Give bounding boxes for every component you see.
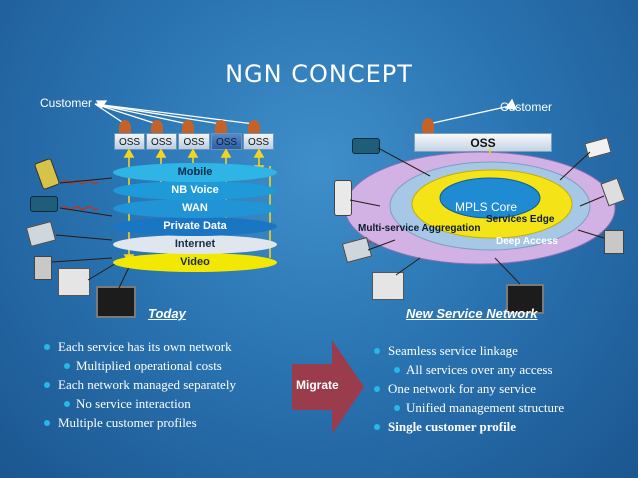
bullet-dot-icon [374,424,380,430]
desk-phone-icon [30,196,58,212]
bullet-item: Seamless service linkage [370,341,630,360]
left-customer-label: Customer [40,96,93,110]
bullet-item: Multiplied operational costs [40,356,290,375]
bullet-dot-icon [44,382,50,388]
bullet-item: Each network managed separately [40,375,290,394]
desk-phone-icon [352,138,380,154]
service-layer: Internet [113,235,277,254]
bullet-dot-icon [374,386,380,392]
oss-box: OSS [178,133,210,150]
bullet-text: Unified management structure [406,400,565,415]
bullet-text: One network for any service [388,381,536,396]
multi-service-aggregation-label: Multi-service Aggregation [358,223,481,234]
tv-icon [96,286,136,318]
bullet-text: Each service has its own network [58,339,232,354]
bullet-text: All services over any access [406,362,553,377]
bullet-dot-icon [394,405,400,411]
oss-box-unified: OSS [414,133,552,152]
bullet-item: Unified management structure [370,398,630,417]
bullet-text: Single customer profile [388,419,517,434]
bullet-dot-icon [44,344,50,350]
today-heading: Today [148,306,186,321]
computer-icon [372,272,404,300]
bullet-dot-icon [374,348,380,354]
service-layer: NB Voice [113,181,277,200]
bullet-dot-icon [394,367,400,373]
service-layer: Video [113,253,277,272]
bullet-item: One network for any service [370,379,630,398]
tv-icon [506,284,544,314]
new-service-network-heading: New Service Network [406,306,538,321]
bullet-text: No service interaction [76,396,191,411]
right-customer-label: Customer [500,100,553,114]
bullet-dot-icon [64,363,70,369]
person-icon [119,120,131,135]
person-icon [215,120,227,135]
bullet-item: All services over any access [370,360,630,379]
server-icon [34,256,52,280]
person-icon [248,120,260,135]
bullet-item: Multiple customer profiles [40,413,290,432]
person-icon [422,118,434,134]
server-icon [604,230,624,254]
slide-title: NGN CONCEPT [225,60,413,88]
bullet-dot-icon [44,420,50,426]
bullet-item: Single customer profile [370,417,630,436]
network-rings [344,148,616,265]
mobile-phone-icon [334,180,352,216]
computer-icon [58,268,90,296]
bullet-dot-icon [64,401,70,407]
person-icon [182,120,194,135]
person-icon [151,120,163,135]
migrate-label: Migrate [296,378,339,392]
bullet-item: No service interaction [40,394,290,413]
bullet-text: Multiple customer profiles [58,415,197,430]
deep-access-label: Deep Access [496,236,558,247]
service-layer: Private Data [113,217,277,236]
bullet-text: Each network managed separately [58,377,236,392]
bullet-text: Multiplied operational costs [76,358,222,373]
service-layer: WAN [113,199,277,218]
bullet-item: Each service has its own network [40,337,290,356]
bullet-text: Seamless service linkage [388,343,518,358]
services-edge-label: Services Edge [486,214,555,225]
mpls-core-label: MPLS Core [455,200,518,214]
migrate-arrow-icon [292,340,364,434]
service-layer: Mobile [113,163,277,182]
